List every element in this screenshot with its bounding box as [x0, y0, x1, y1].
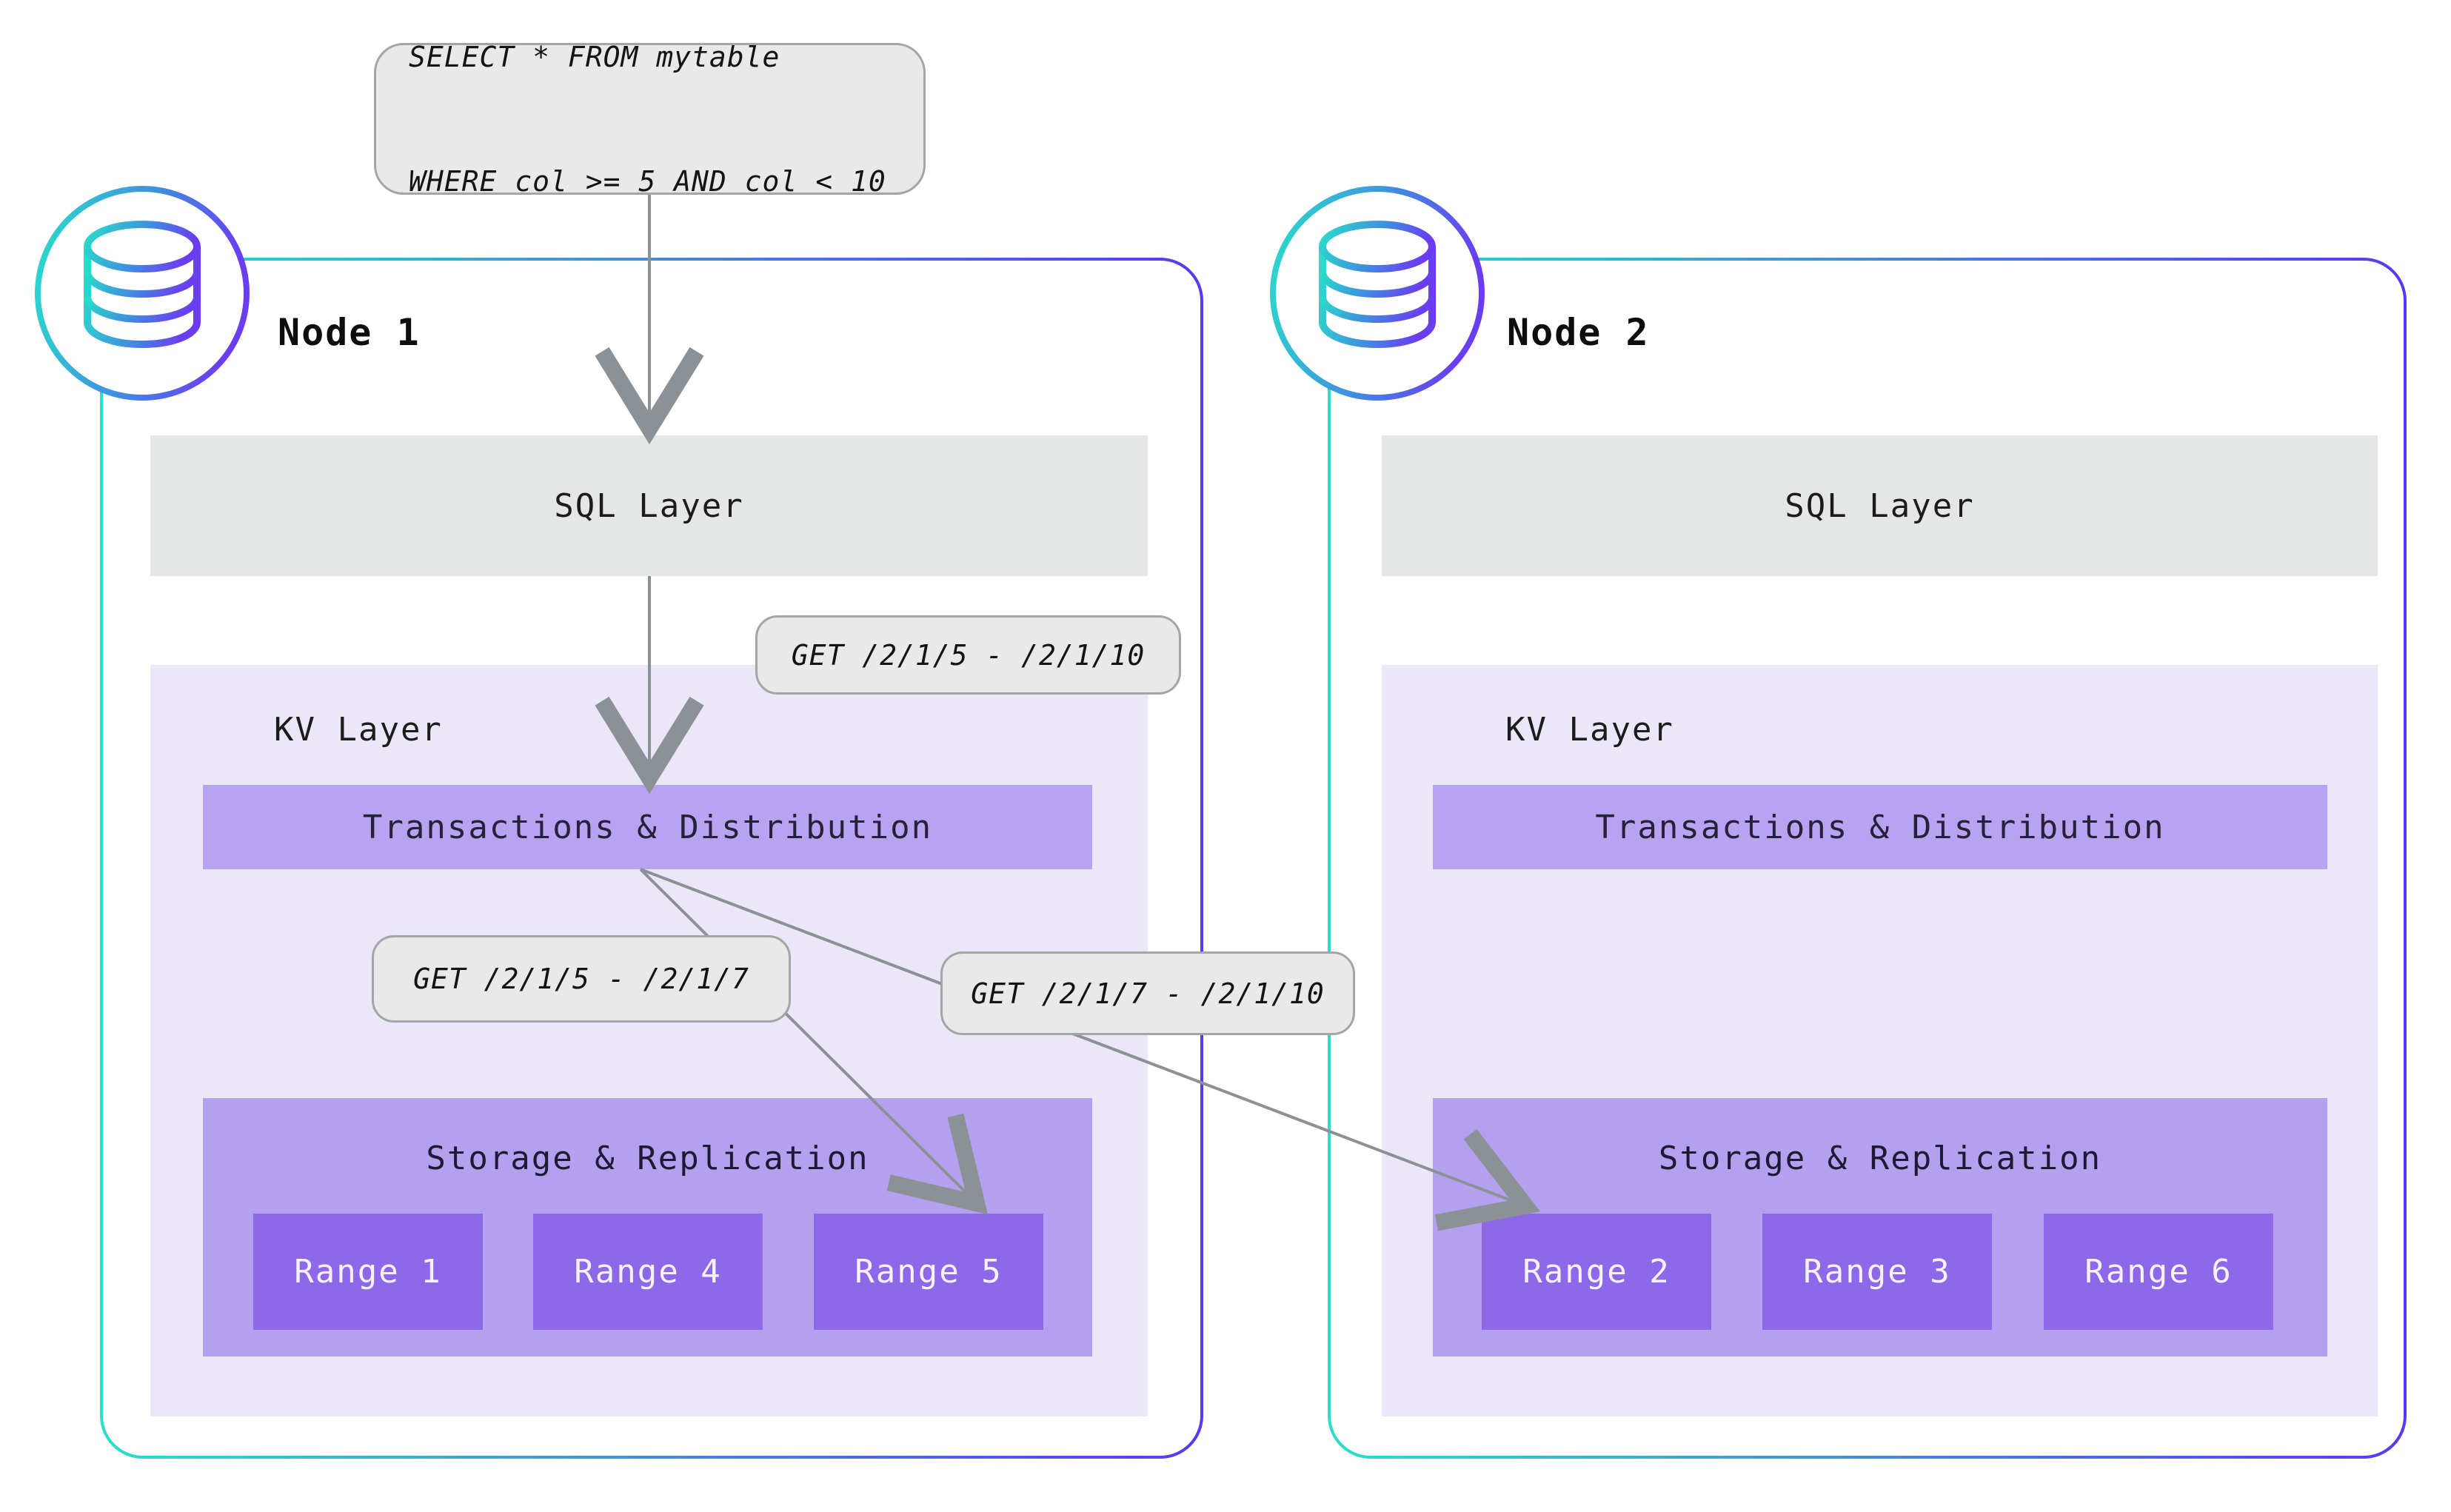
range-box: Range 6: [2044, 1214, 2273, 1330]
node-2-storage-label: Storage & Replication: [1658, 1140, 2102, 1177]
get-left-split-callout: GET /2/1/5 - /2/1/7: [372, 935, 791, 1023]
node-1-transactions-bar: Transactions & Distribution: [203, 785, 1092, 869]
range-label: Range 1: [294, 1253, 442, 1291]
range-label: Range 2: [1522, 1253, 1671, 1291]
sql-query-text: SELECT * FROM mytable WHERE col >= 5 AND…: [409, 40, 886, 198]
sql-query-callout: SELECT * FROM mytable WHERE col >= 5 AND…: [374, 41, 926, 198]
node-2-transactions-bar: Transactions & Distribution: [1433, 785, 2327, 869]
range-box: Range 2: [1482, 1214, 1711, 1330]
node-2-storage-panel: Storage & Replication Range 2 Range 3 Ra…: [1433, 1098, 2327, 1357]
range-label: Range 5: [855, 1253, 1003, 1291]
node-1-title: Node 1: [278, 311, 421, 354]
node-1-transactions-label: Transactions & Distribution: [362, 808, 933, 846]
database-icon: [35, 186, 250, 401]
node-2-sql-layer-bar: SQL Layer: [1382, 435, 2378, 576]
node-1-storage-panel: Storage & Replication Range 1 Range 4 Ra…: [203, 1098, 1092, 1357]
get-right-split-callout: GET /2/1/7 - /2/1/10: [940, 951, 1355, 1035]
node-2-transactions-label: Transactions & Distribution: [1595, 808, 2165, 846]
node-2-title: Node 2: [1507, 311, 1650, 354]
node-1-sql-layer-label: SQL Layer: [554, 486, 744, 525]
node-2-kv-layer-label: KV Layer: [1505, 711, 1674, 749]
get-full-range-callout: GET /2/1/5 - /2/1/10: [755, 615, 1181, 695]
range-label: Range 6: [2084, 1253, 2233, 1291]
database-icon: [1270, 186, 1485, 401]
range-label: Range 4: [574, 1253, 722, 1291]
node-1-kv-layer-label: KV Layer: [274, 711, 443, 749]
node-2-sql-layer-label: SQL Layer: [1785, 486, 1975, 525]
node-1-sql-layer-bar: SQL Layer: [150, 435, 1148, 576]
range-box: Range 1: [253, 1214, 483, 1330]
range-box: Range 4: [533, 1214, 763, 1330]
range-box: Range 3: [1762, 1214, 1992, 1330]
range-box: Range 5: [814, 1214, 1043, 1330]
range-label: Range 3: [1803, 1253, 1951, 1291]
node-1-storage-label: Storage & Replication: [426, 1140, 869, 1177]
